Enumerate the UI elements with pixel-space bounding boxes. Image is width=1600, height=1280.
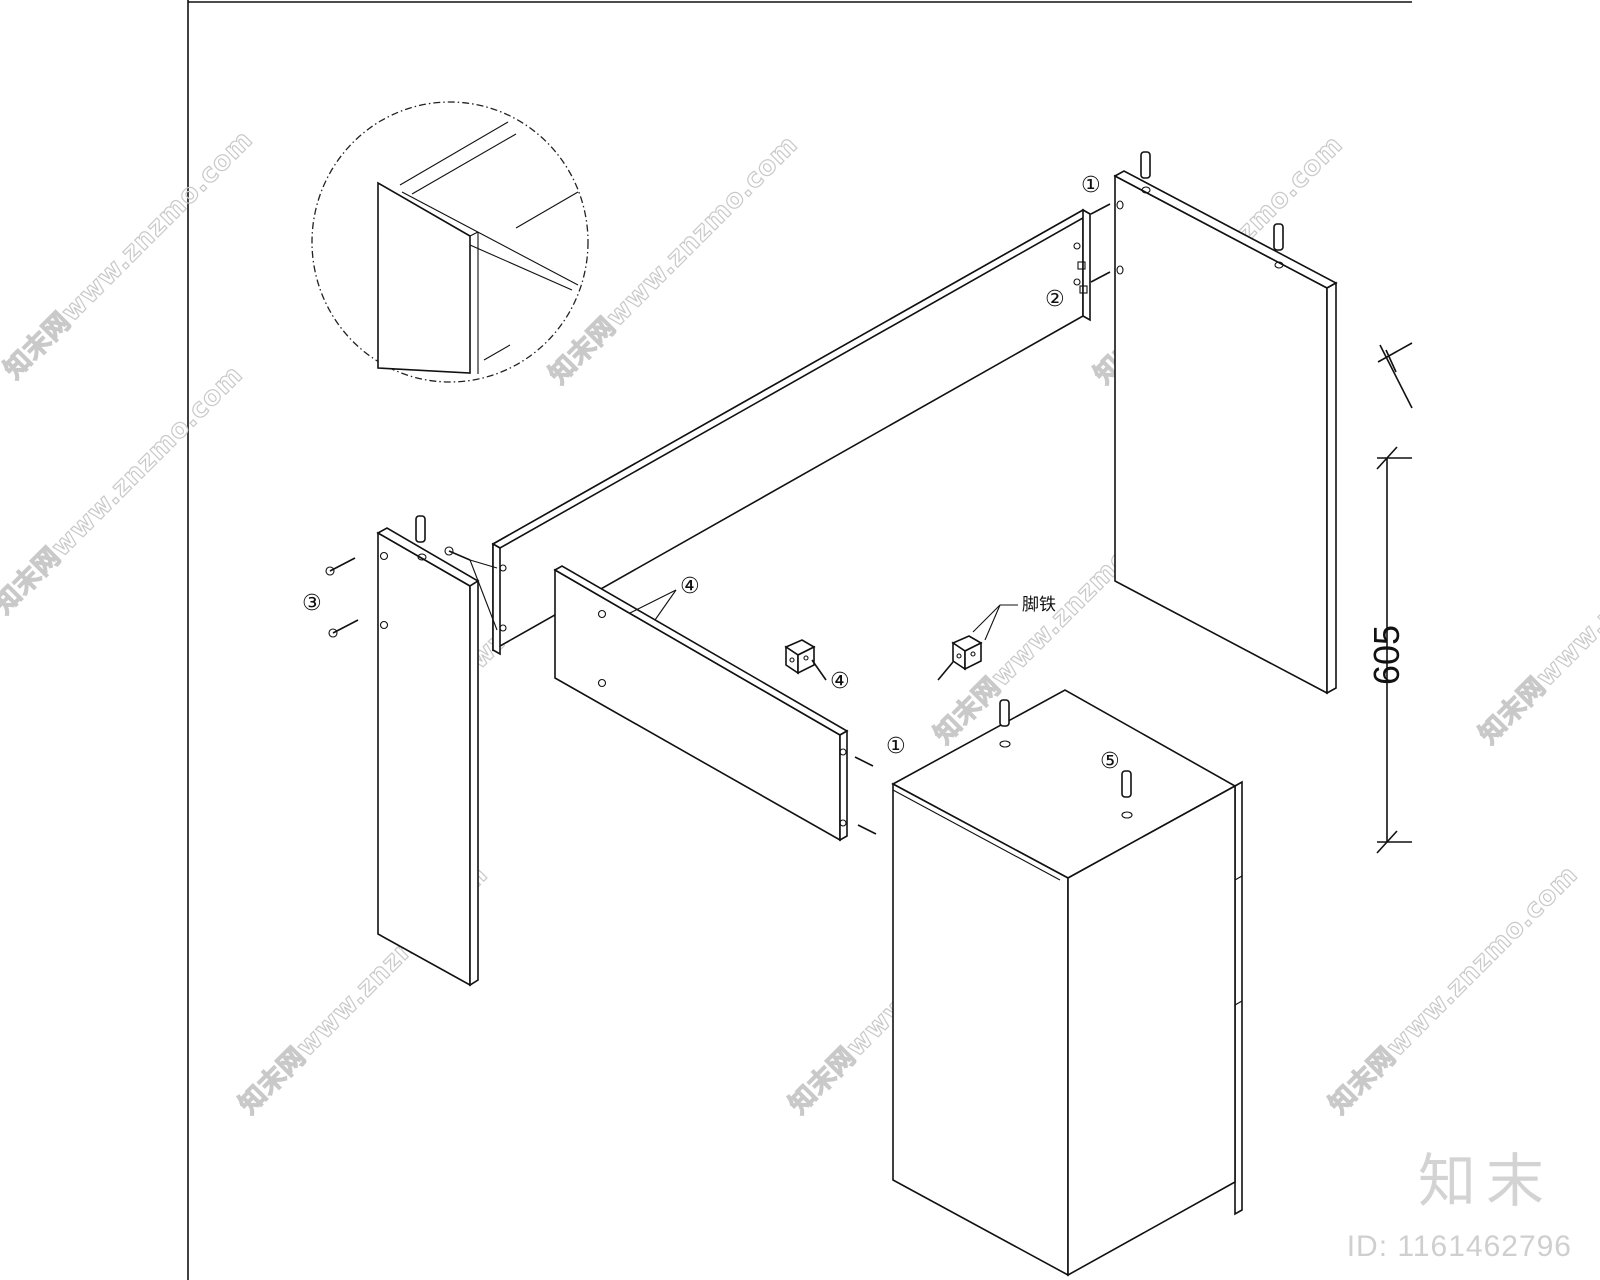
detail-rail-edge: [469, 244, 573, 291]
callout-2: ②: [1045, 287, 1065, 312]
leader-line: [629, 589, 677, 614]
bracket-label: 脚铁: [1022, 595, 1056, 615]
back-rail-panel: [491, 203, 1111, 656]
detail-view: [311, 101, 589, 383]
corner-bracket: [784, 639, 827, 681]
screw: [329, 557, 356, 572]
callout-4-rail: ④: [680, 574, 700, 599]
front-rail-panel: [553, 565, 877, 842]
watermark-layer: 知末网www.znzmo.com 知末网www.znzmo.com 知末网www…: [0, 124, 1600, 1121]
dimension-value: 605: [1366, 625, 1407, 685]
dowel-pin: [1090, 271, 1111, 283]
watermark-text: 知末网www.znzmo.com: [1324, 860, 1584, 1120]
corner-bracket: [937, 635, 983, 681]
detail-panel-edge: [469, 231, 479, 237]
callout-4-bracket: ④: [830, 669, 850, 694]
watermark-text: 知末网www.znzmo.com: [0, 125, 259, 385]
callout-5: ⑤: [1100, 749, 1120, 774]
dowel-pin: [999, 699, 1010, 727]
dowel-pin: [1121, 770, 1132, 798]
callout-1-top: ①: [1081, 173, 1101, 198]
detail-rail-edge: [401, 191, 579, 286]
callout-3: ③: [302, 591, 322, 616]
dowel-pin: [1090, 203, 1111, 215]
drawer-cabinet: [891, 689, 1243, 1277]
detail-circle: [311, 101, 589, 383]
screw-group: [325, 546, 498, 638]
dowel-pin: [857, 824, 877, 835]
dowel-pin: [1140, 151, 1151, 179]
callout-1-bottom: ①: [886, 734, 906, 759]
watermark-text: 知末网www.znzmo.com: [0, 360, 249, 620]
leader-line: [984, 604, 1001, 641]
detail-back-rail: [411, 133, 517, 195]
dowel-pin: [1273, 223, 1284, 251]
detail-back-rail: [399, 121, 509, 186]
leader-line: [469, 559, 498, 569]
left-leg-panel: [376, 515, 480, 987]
detail-side-panel: [377, 181, 471, 374]
watermark-id: ID: 1161462796: [1346, 1230, 1572, 1263]
dowel-pin: [854, 756, 874, 767]
screw: [332, 619, 359, 634]
screw: [448, 550, 471, 561]
leader-line: [469, 559, 498, 631]
dowel-pin: [415, 515, 426, 543]
detail-rail-edge: [515, 191, 579, 229]
detail-rail-edge: [483, 344, 511, 361]
watermark-logo: 知末: [1417, 1147, 1554, 1215]
watermark-text: 知末网www.znzmo.com: [1474, 490, 1600, 750]
leader-line: [654, 589, 677, 621]
height-dimension: 605: [1366, 342, 1413, 854]
right-side-panel: [1113, 151, 1338, 695]
leader-line: [972, 604, 1001, 633]
watermark-text: 知末网www.znzmo.com: [544, 130, 804, 390]
